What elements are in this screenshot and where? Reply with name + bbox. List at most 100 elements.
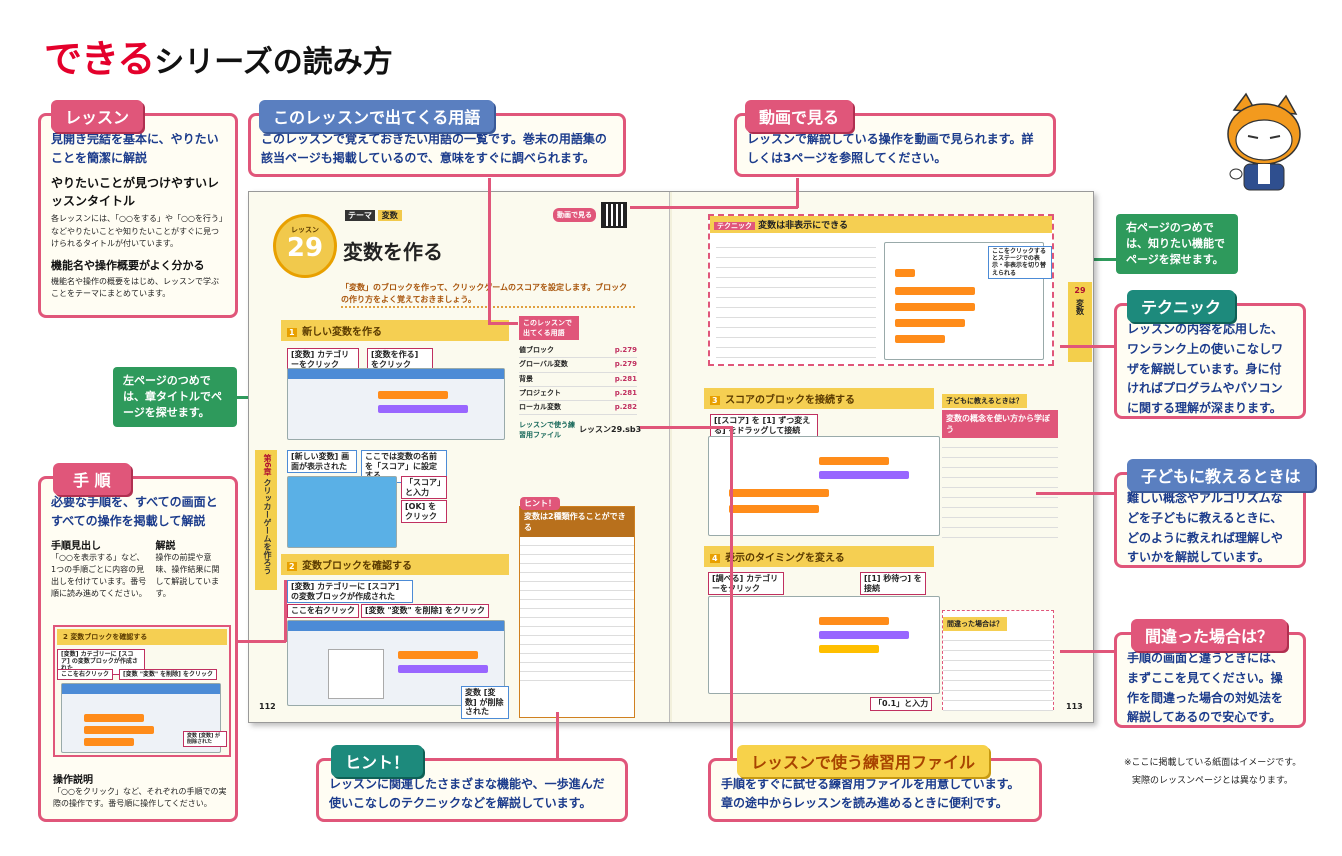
mistake-card-body: 手順の画面と違うときには、まずここを見てください。操作を間違った場合の対処法を解… bbox=[1127, 651, 1284, 725]
lesson-badge: レッスン 29 bbox=[273, 214, 337, 278]
terms-list-item: グローバル変数 p.279 bbox=[519, 358, 637, 373]
lesson-card-body2: 各レッスンには、「○○をする」や「○○を行う」などやりたいことや知りたいことがす… bbox=[51, 214, 223, 249]
technique-box: テクニック 変数は非表示にできる ここをクリックするとステージでの表示・非表示を… bbox=[708, 214, 1054, 366]
mistake-card: 間違った場合は？ 手順の画面と違うときには、まずここを見てください。操作を間違っ… bbox=[1114, 619, 1306, 728]
disclaimer-1: ※ここに掲載している紙面はイメージです。 bbox=[1124, 758, 1302, 768]
term-page: p.279 bbox=[614, 360, 637, 369]
teach-card-body: 難しい概念やアルゴリズムなどを子どもに教えるときに、どのように教えれば理解しやす… bbox=[1127, 491, 1283, 565]
mini-step-strip: 2 変数ブロックを確認する bbox=[57, 629, 227, 645]
file-connector-v bbox=[730, 426, 733, 760]
terms-card: このレッスンで出てくる用語 このレッスンで覚えておきたい用語の一覧です。巻末の用… bbox=[248, 100, 626, 177]
lesson-card-h3: 機能名や操作概要がよく分かる bbox=[51, 258, 205, 272]
right-tab-text: 変数 bbox=[1075, 299, 1085, 315]
step2-heading: 2 変数ブロックを確認する bbox=[281, 554, 509, 575]
steps-sub3-heading: 操作説明 bbox=[53, 775, 93, 786]
steps-sub1-heading: 手順見出し bbox=[51, 541, 101, 553]
terms-list-item: 背景 p.281 bbox=[519, 373, 637, 387]
step4-callout-a: [調べる] カテゴリーをクリック bbox=[708, 572, 784, 596]
terms-card-body: このレッスンで覚えておきたい用語の一覧です。巻末の用語集の該当ページも掲載してい… bbox=[261, 132, 607, 166]
video-card: 動画で見る レッスンで解説している操作を動画で見られます。詳しくは3ページを参照… bbox=[734, 100, 1056, 177]
term-page: p.281 bbox=[614, 374, 637, 383]
step2-callout-b: ここを右クリック bbox=[287, 604, 359, 618]
term-name: グローバル変数 bbox=[519, 360, 568, 369]
teach-box: 子どもに教えるときは？ 変数の概念を使い方から学ぼう bbox=[942, 388, 1058, 539]
teach-card: 子どもに教えるときは 難しい概念やアルゴリズムなどを子どもに教えるときに、どのよ… bbox=[1114, 459, 1315, 568]
terms-card-tag: このレッスンで出てくる用語 bbox=[259, 100, 495, 132]
lesson-card-body3: 機能名や操作の概要をはじめ、レッスンで学ぶことをテーマにまとめています。 bbox=[51, 276, 219, 298]
steps-sub3-body: 「○○をクリック」など、それぞれの手順での実際の操作です。番号順に操作してくださ… bbox=[53, 787, 227, 808]
file-card-body: 手順をすぐに試せる練習用ファイルを用意しています。章の途中からレッスンを読み進め… bbox=[721, 777, 1020, 811]
chapter-tab: 第6章 クリッカーゲームを作ろう bbox=[255, 450, 277, 590]
file-box: レッスンで使う練習用ファイル レッスン29.sb3 bbox=[519, 420, 641, 440]
teach-box-head: 変数の概念を使い方から学ぼう bbox=[942, 410, 1058, 439]
hint-box-head: 変数は2種類作ることができる bbox=[520, 507, 634, 538]
term-name: 値ブロック bbox=[519, 346, 554, 354]
step2-callout-a: [変数] カテゴリーに [スコア] の変数ブロックが作成された bbox=[287, 580, 413, 604]
technique-card: テクニック レッスンの内容を応用した、ワンランク上の使いこなしワザを解説していま… bbox=[1114, 290, 1306, 419]
teach-connector bbox=[1036, 492, 1116, 495]
step3-screenshot bbox=[708, 436, 940, 536]
mini-callout-c: [変数 "変数" を削除] をクリック bbox=[119, 669, 218, 681]
right-note-connector bbox=[1076, 258, 1118, 261]
steps-mini-preview: 2 変数ブロックを確認する [変数] カテゴリーに [スコア] の変数ブロックが… bbox=[53, 625, 231, 757]
term-name: ローカル変数 bbox=[519, 403, 561, 412]
step2-callout-c: [変数 "変数" を削除] をクリック bbox=[361, 604, 490, 618]
qr-code-icon bbox=[601, 202, 627, 228]
hint-box-text bbox=[520, 537, 634, 688]
lesson-card-tag: レッスン bbox=[51, 100, 144, 132]
mistake-card-tag: 間違った場合は？ bbox=[1131, 619, 1288, 651]
hint-box: ヒント！ 変数は2種類作ることができる bbox=[519, 497, 635, 718]
step1-callout-e: 「スコア」と入力 bbox=[401, 476, 447, 500]
brand-logo: できる bbox=[44, 37, 155, 81]
steps-connector-v bbox=[284, 580, 287, 642]
steps-sub2-heading: 解説 bbox=[155, 541, 176, 553]
hint-card-tag: ヒント！ bbox=[331, 745, 424, 777]
step4-screenshot bbox=[708, 596, 940, 694]
term-page: p.282 bbox=[614, 403, 637, 412]
page-title: シリーズの読み方 bbox=[154, 45, 393, 80]
page-header: できるシリーズの読み方 bbox=[44, 28, 393, 83]
technique-connector bbox=[1060, 345, 1116, 348]
mistake-box-tag: 間違った場合は？ bbox=[943, 617, 1007, 631]
new-variable-dialog bbox=[287, 476, 397, 548]
step1-screenshot bbox=[287, 368, 505, 440]
step4-heading: 4 表示のタイミングを変える bbox=[704, 546, 934, 567]
technique-box-text bbox=[716, 238, 876, 358]
steps-card: 手 順 必要な手順を、すべての画面とすべての操作を掲載して解説 手順見出し 「○… bbox=[38, 463, 238, 822]
technique-callout: ここをクリックするとステージでの表示・非表示を切り替えられる bbox=[988, 246, 1052, 279]
video-connector-v bbox=[796, 178, 799, 208]
mini-callout-b: ここを右クリック bbox=[57, 669, 114, 681]
step2-callout-d: 変数 [変数] が削除された bbox=[461, 686, 509, 719]
hint-box-tag: ヒント！ bbox=[520, 497, 560, 510]
theme-tag: テーマ 変数 bbox=[345, 210, 402, 221]
file-box-label: レッスンで使う練習用ファイル bbox=[519, 421, 575, 439]
right-tab-number: 29 bbox=[1074, 286, 1086, 295]
left-page: 第6章 クリッカーゲームを作ろう レッスン 29 テーマ 変数 動画で見る 変数… bbox=[249, 192, 670, 722]
page-number-left: 112 bbox=[259, 702, 276, 711]
term-name: 背景 bbox=[519, 374, 533, 383]
page-number-right: 113 bbox=[1066, 702, 1083, 711]
terms-box-head: このレッスンで出てくる用語 bbox=[519, 316, 579, 340]
technique-screenshot bbox=[884, 242, 1044, 360]
video-badge: 動画で見る bbox=[553, 208, 596, 222]
teach-box-tag: 子どもに教えるときは？ bbox=[942, 394, 1027, 408]
mini-callout-d: 変数 [変数] が削除された bbox=[183, 731, 227, 747]
lesson-card-h2: やりたいことが見つけやすいレッスンタイトル bbox=[51, 176, 220, 209]
lesson-badge-number: 29 bbox=[286, 233, 324, 263]
term-page: p.281 bbox=[614, 388, 637, 397]
mistake-box: 間違った場合は？ bbox=[942, 610, 1054, 711]
technique-card-body: レッスンの内容を応用した、ワンランク上の使いこなしワザを解説しています。身に付け… bbox=[1127, 322, 1284, 416]
right-tab-note: 右ページのつめでは、知りたい機能でページを探せます。 bbox=[1116, 214, 1238, 274]
step1-callout-c: [新しい変数] 画面が表示された bbox=[287, 450, 357, 474]
lesson-card-body1: 見開き完結を基本に、やりたいことを簡潔に解説 bbox=[51, 132, 219, 166]
hint-card: ヒント！ レッスンに関連したさまざまな機能や、一歩進んだ使いこなしのテクニックな… bbox=[316, 745, 628, 822]
step4-callout-b: [[1] 秒待つ] を接続 bbox=[860, 572, 926, 596]
step4-callout-c: 「0.1」と入力 bbox=[870, 697, 933, 711]
technique-card-tag: テクニック bbox=[1127, 290, 1236, 322]
steps-card-body: 必要な手順を、すべての画面とすべての操作を掲載して解説 bbox=[51, 495, 218, 529]
steps-sub2-body: 操作の前提や意味、操作結果に関して解説しています。 bbox=[155, 553, 220, 599]
